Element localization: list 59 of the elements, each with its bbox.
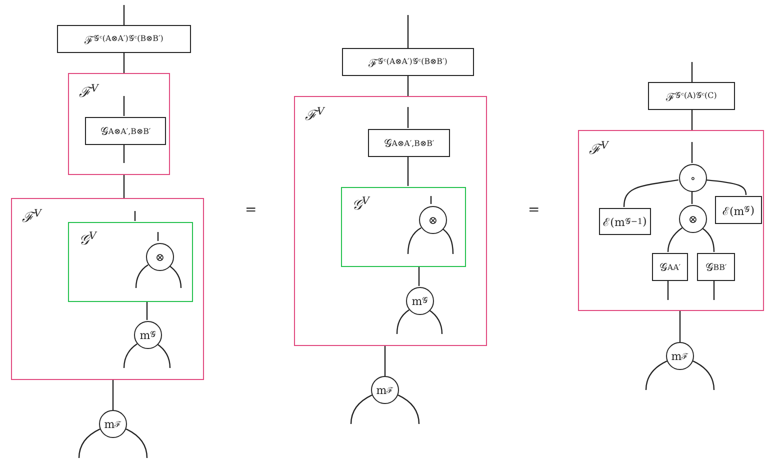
functor-frame bbox=[68, 73, 170, 175]
vertex-circle: ⊗ bbox=[679, 205, 707, 233]
wire bbox=[407, 107, 409, 128]
wire bbox=[123, 5, 125, 25]
wire bbox=[407, 156, 409, 186]
wire bbox=[123, 96, 125, 116]
functor-frame bbox=[294, 96, 487, 346]
wire bbox=[123, 175, 125, 198]
frame-title: ℱ$^{V}$ bbox=[22, 207, 42, 226]
wire bbox=[692, 360, 715, 390]
wire bbox=[384, 346, 386, 376]
wire bbox=[667, 280, 669, 300]
wire bbox=[407, 76, 409, 96]
wire bbox=[428, 309, 443, 334]
wire bbox=[168, 264, 182, 288]
equals-sign: = bbox=[528, 202, 540, 218]
wire bbox=[396, 309, 410, 334]
equals-sign: = bbox=[245, 202, 257, 218]
wire bbox=[146, 301, 148, 320]
wire bbox=[407, 227, 422, 254]
wire bbox=[706, 179, 747, 196]
wire bbox=[112, 380, 114, 410]
wire bbox=[157, 232, 159, 241]
wire bbox=[350, 394, 372, 424]
wire bbox=[398, 394, 420, 424]
frame-title: ℱ$^{V}$ bbox=[589, 139, 608, 158]
wire bbox=[691, 110, 693, 130]
wire bbox=[430, 196, 432, 204]
frame-title: ℱ$^{V}$ bbox=[79, 82, 98, 101]
wire bbox=[440, 227, 454, 254]
wire bbox=[135, 264, 148, 288]
vertex-circle: ∘ bbox=[679, 164, 707, 192]
wire bbox=[667, 227, 682, 252]
frame-title: ℱ$^{V}$ bbox=[305, 105, 324, 124]
wire bbox=[679, 311, 681, 342]
wire bbox=[407, 15, 409, 48]
wire bbox=[623, 179, 678, 208]
wire bbox=[123, 53, 125, 73]
wire bbox=[702, 227, 715, 252]
functor-frame bbox=[578, 130, 764, 311]
wire bbox=[691, 142, 693, 163]
wire bbox=[78, 428, 100, 458]
functor-frame bbox=[68, 222, 193, 302]
frame-title: 𝒢$^{V}$ bbox=[352, 196, 370, 214]
functor-frame bbox=[11, 198, 204, 380]
wire bbox=[691, 191, 693, 204]
wire bbox=[645, 360, 668, 390]
wire bbox=[418, 266, 420, 286]
wire bbox=[691, 62, 693, 82]
wire bbox=[123, 343, 138, 368]
wire bbox=[123, 144, 125, 163]
vertex-circle: ⊗ bbox=[419, 206, 447, 234]
vertex-circle: ⊗ bbox=[146, 243, 174, 271]
wire bbox=[156, 343, 171, 368]
functor-frame bbox=[341, 187, 466, 267]
wire bbox=[713, 280, 715, 300]
wire bbox=[126, 428, 148, 458]
frame-title: 𝒢$^{V}$ bbox=[79, 231, 96, 249]
wire bbox=[134, 211, 136, 221]
